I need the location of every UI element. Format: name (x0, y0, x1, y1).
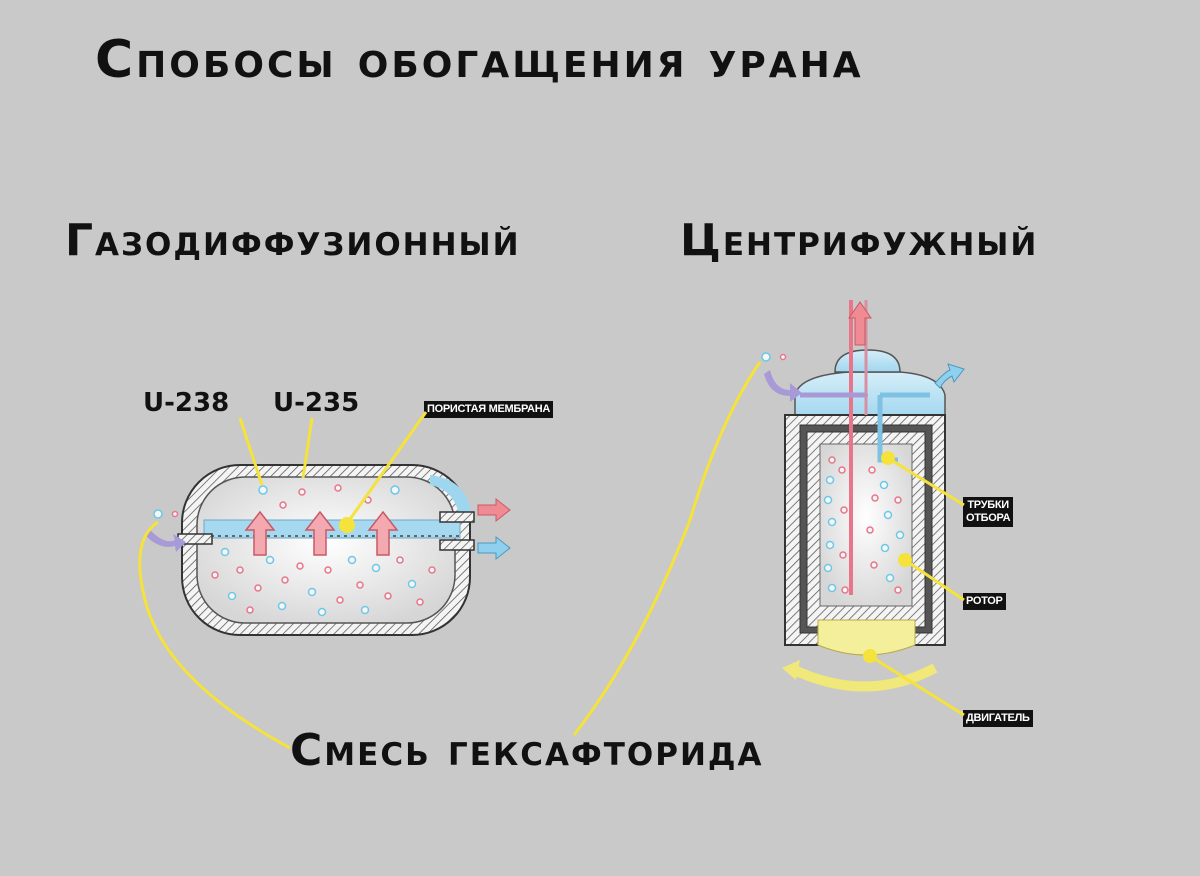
callout-lines (138, 361, 965, 750)
centrifuge-device (761, 300, 965, 692)
u238-label: U-238 (143, 388, 230, 418)
u235-label: U-235 (273, 388, 360, 418)
membrane-tag: ПОРИСТАЯ МЕМБРАНА (424, 401, 553, 418)
gas-diffusion-vessel (146, 464, 511, 636)
tubes-tag: ТРУБКИ ОТБОРА (963, 497, 1014, 527)
mixture-label: Смесь гексафторида (290, 725, 764, 776)
page-title: Спобосы обогащения урана (95, 30, 864, 90)
engine-tag: ДВИГАТЕЛЬ (963, 710, 1033, 727)
rotor-tag: РОТОР (963, 593, 1006, 610)
tubes-tag-line2: ОТБОРА (966, 512, 1011, 524)
centrifuge-heading: Центрифужный (680, 215, 1039, 266)
tubes-tag-line1: ТРУБКИ (967, 499, 1009, 511)
gas-diffusion-heading: Газодиффузионный (65, 215, 521, 266)
